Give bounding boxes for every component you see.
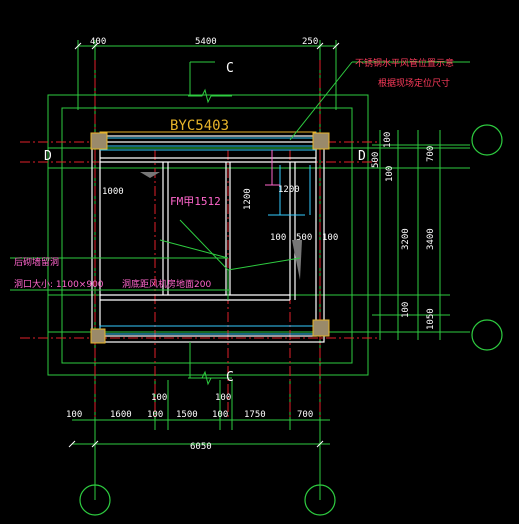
door-tag: FM甲1512 [170, 195, 221, 208]
bottom-dim-1500: 1500 [176, 410, 198, 420]
right-dim-3400: 3400 [426, 228, 436, 250]
axis-bubbles [79, 124, 503, 516]
right-dim-500: 500 [371, 152, 381, 168]
interior-dim-100b: 100 [322, 233, 338, 243]
bottom-dim-total: 6050 [190, 442, 212, 452]
interior-dim-1200a: 1200 [243, 188, 253, 210]
duct-marks [265, 150, 280, 186]
bottom-dim-1600: 1600 [110, 410, 132, 420]
column-bottom-right [312, 319, 330, 337]
walls [91, 135, 325, 343]
note-hole-line2: 洞口大小: 1100×900 [14, 278, 104, 290]
bottom-dim-100d: 100 [147, 410, 163, 420]
interior-dim-1000: 1000 [102, 187, 124, 197]
bottom-dim-700: 700 [297, 410, 313, 420]
bottom-dim-1750: 1750 [244, 410, 266, 420]
bottom-dim-100c: 100 [66, 410, 82, 420]
axis-bubble-right-top [471, 124, 503, 156]
leader-lines [10, 61, 470, 300]
axis-bubble-bottom-left [79, 484, 111, 516]
green-grid-frames [47, 40, 470, 500]
interior-dim-500: 500 [296, 233, 312, 243]
interior-dim-100a: 100 [270, 233, 286, 243]
right-dim-3200: 3200 [401, 228, 411, 250]
columns [90, 132, 330, 344]
right-dim-700: 700 [426, 146, 436, 162]
note-pipe-line2: 根据现场定位尺寸 [378, 77, 450, 89]
right-dim-100c: 100 [401, 302, 411, 318]
door-swing [140, 172, 302, 280]
top-dim-left: 400 [90, 37, 106, 47]
break-symbols [188, 61, 232, 386]
right-dim-100b: 100 [385, 166, 395, 182]
bottom-dim-100a: 100 [151, 393, 167, 403]
window-tag: BYC5403 [170, 118, 229, 134]
right-dim-1050: 1050 [426, 308, 436, 330]
section-mark-top: C [226, 61, 234, 76]
dim-ticks [68, 42, 340, 448]
axis-bubble-bottom-right [304, 484, 336, 516]
note-hole-line3: 洞底距风机房地面200 [122, 278, 211, 290]
interior-dim-1200b: 1200 [278, 185, 300, 195]
section-mark-left: D [44, 149, 52, 164]
top-dim-right: 250 [302, 37, 318, 47]
axis-bubble-right-bottom [471, 319, 503, 351]
top-dim-middle: 5400 [195, 37, 217, 47]
bottom-dim-100b: 100 [215, 393, 231, 403]
right-dim-100a: 100 [383, 132, 393, 148]
bottom-dim-100e: 100 [212, 410, 228, 420]
section-mark-bottom: C [226, 370, 234, 385]
column-top-right [312, 132, 330, 150]
section-mark-right: D [358, 149, 366, 164]
note-pipe-line1: 不锈钢水平风管位置示意 [355, 57, 454, 69]
note-hole-line1: 后砌墙留洞 [14, 256, 59, 268]
column-top-left [90, 132, 108, 150]
column-bottom-left [90, 328, 106, 344]
